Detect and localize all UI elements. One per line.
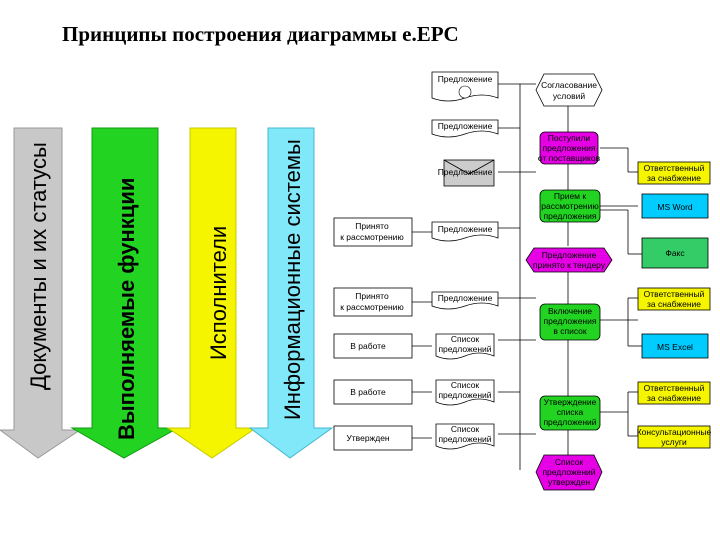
document-shape: Список предложений: [435, 379, 495, 406]
performer-box: Ответственный за снабжение: [637, 381, 711, 405]
performer-box: Ответственный за снабжение: [637, 287, 711, 311]
system-box: MS Excel: [641, 333, 709, 359]
svg-text:MS Word: MS Word: [657, 202, 693, 212]
system-box: Факс: [641, 237, 709, 269]
svg-text:Консультационные: Консультационные: [637, 427, 712, 437]
event-shape: Предложение принято к тендеру: [525, 247, 613, 273]
svg-text:Утвержден: Утвержден: [346, 433, 390, 443]
svg-text:в список: в список: [553, 326, 587, 336]
document-shape: Предложение: [431, 71, 499, 102]
function-shape: Список предложений утвержден: [535, 454, 603, 491]
svg-text:предложений: предложений: [438, 390, 491, 400]
document-shape: Предложение: [431, 221, 499, 242]
svg-text:Принято: Принято: [355, 221, 389, 231]
svg-text:Согласование: Согласование: [541, 80, 597, 90]
column-arrow-documents: Документы и их статусы: [0, 127, 82, 459]
svg-text:Список: Список: [451, 424, 480, 434]
column-arrow-performers: Исполнители: [166, 127, 258, 459]
function-shapes: Поступили предложения от поставщиков При…: [535, 131, 603, 491]
svg-text:Включение: Включение: [548, 306, 592, 316]
svg-text:принято к тендеру: принято к тендеру: [533, 260, 606, 270]
column-arrow-functions: Выполняемые функции: [70, 127, 180, 459]
doc-status-box: Принято к рассмотрению: [333, 287, 413, 317]
svg-text:Предложение: Предложение: [438, 74, 493, 84]
doc-status-box: В работе: [333, 333, 413, 359]
performer-box: Консультационные услуги: [637, 425, 712, 449]
telephone-icon: [458, 85, 472, 99]
svg-text:предложения: предложения: [544, 211, 597, 221]
document-shape: Предложение: [438, 159, 495, 187]
document-shape: Предложение: [431, 119, 499, 138]
svg-text:предложений: предложений: [438, 344, 491, 354]
performer-shapes: Ответственный за снабжение Ответственный…: [637, 161, 712, 449]
page-title: Принципы построения диаграммы е.EPC: [62, 22, 459, 46]
svg-text:к рассмотрению: к рассмотрению: [340, 232, 404, 242]
svg-text:Предложение: Предложение: [542, 250, 597, 260]
svg-text:Предложение: Предложение: [438, 167, 493, 177]
svg-text:В работе: В работе: [350, 387, 386, 397]
column-label-functions: Выполняемые функции: [114, 178, 139, 440]
svg-text:Список: Список: [451, 334, 480, 344]
svg-text:условий: условий: [553, 91, 585, 101]
svg-text:Список: Список: [555, 457, 584, 467]
svg-text:Предложение: Предложение: [438, 224, 493, 234]
doc-status-box: Принято к рассмотрению: [333, 217, 413, 247]
svg-text:MS Excel: MS Excel: [657, 342, 693, 352]
svg-text:Список: Список: [451, 380, 480, 390]
doc-status-boxes: Принято к рассмотрению Принято к рассмот…: [333, 217, 413, 451]
column-label-documents: Документы и их статусы: [26, 142, 51, 390]
function-shape: Поступили предложения от поставщиков: [538, 131, 601, 165]
svg-text:Факс: Факс: [665, 248, 685, 258]
svg-text:Предложение: Предложение: [438, 293, 493, 303]
function-shape: Прием к рассмотрению предложения: [539, 189, 601, 223]
svg-text:Ответственный: Ответственный: [644, 163, 705, 173]
svg-text:предложений: предложений: [438, 434, 491, 444]
flow-lines: [412, 83, 642, 470]
performer-box: Ответственный за снабжение: [637, 161, 711, 185]
svg-text:Ответственный: Ответственный: [644, 289, 705, 299]
system-shapes: MS Word Факс MS Excel: [641, 193, 709, 359]
svg-text:за снабжение: за снабжение: [647, 299, 701, 309]
document-shape: Список предложений: [435, 423, 495, 450]
column-arrow-systems: Информационные системы: [248, 127, 334, 459]
svg-text:Прием к: Прием к: [554, 191, 587, 201]
svg-text:от поставщиков: от поставщиков: [538, 153, 601, 163]
svg-text:Поступили: Поступили: [548, 133, 591, 143]
system-box: MS Word: [641, 193, 709, 219]
document-shape: Предложение: [431, 291, 499, 310]
svg-text:услуги: услуги: [661, 437, 687, 447]
svg-text:списка: списка: [557, 407, 584, 417]
svg-text:Ответственный: Ответственный: [644, 383, 705, 393]
svg-text:Предложение: Предложение: [438, 121, 493, 131]
svg-text:предложения: предложения: [544, 316, 597, 326]
svg-text:к рассмотрению: к рассмотрению: [340, 302, 404, 312]
svg-text:утвержден: утвержден: [548, 477, 590, 487]
svg-text:предложений: предложений: [543, 417, 596, 427]
event-shapes: Согласование условий Предложение принято…: [525, 73, 613, 273]
column-label-systems: Информационные системы: [280, 139, 305, 420]
svg-text:за снабжение: за снабжение: [647, 393, 701, 403]
svg-text:В работе: В работе: [350, 341, 386, 351]
column-label-performers: Исполнители: [206, 226, 231, 360]
function-shape: Утверждение списка предложений: [539, 395, 601, 431]
document-shapes: Предложение Предложение Предложение Пред…: [431, 71, 499, 450]
svg-text:предложений: предложений: [542, 467, 595, 477]
svg-text:Утверждение: Утверждение: [544, 397, 597, 407]
doc-status-box: Утвержден: [333, 425, 413, 451]
svg-text:за снабжение: за снабжение: [647, 173, 701, 183]
doc-status-box: В работе: [333, 379, 413, 405]
svg-text:предложения: предложения: [543, 143, 596, 153]
function-shape: Включение предложения в список: [539, 303, 601, 341]
document-shape: Список предложений: [435, 333, 495, 360]
svg-text:рассмотрению: рассмотрению: [541, 201, 599, 211]
svg-text:Принято: Принято: [355, 291, 389, 301]
event-shape: Согласование условий: [535, 73, 603, 107]
